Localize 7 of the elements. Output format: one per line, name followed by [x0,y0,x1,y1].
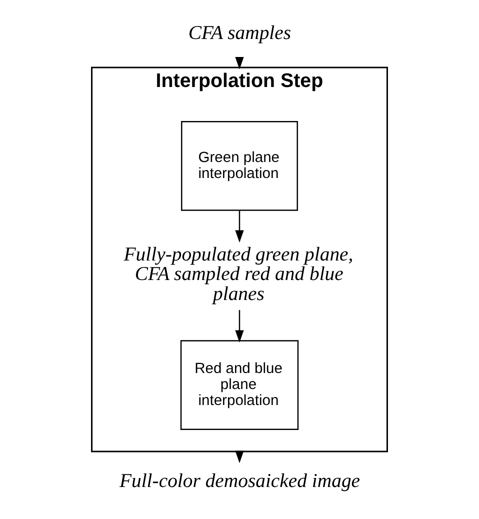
node-text: Fully-populated green plane, CFA sampled red and blue planes [124,243,354,305]
arrow [235,310,244,343]
node-text: Full-color demosaicked image [119,470,360,492]
node-text: CFA samples [188,22,292,44]
arrow [235,210,244,243]
node-box: Red and blue plane interpolation [180,340,299,430]
node-box: Green plane interpolation [181,121,298,211]
